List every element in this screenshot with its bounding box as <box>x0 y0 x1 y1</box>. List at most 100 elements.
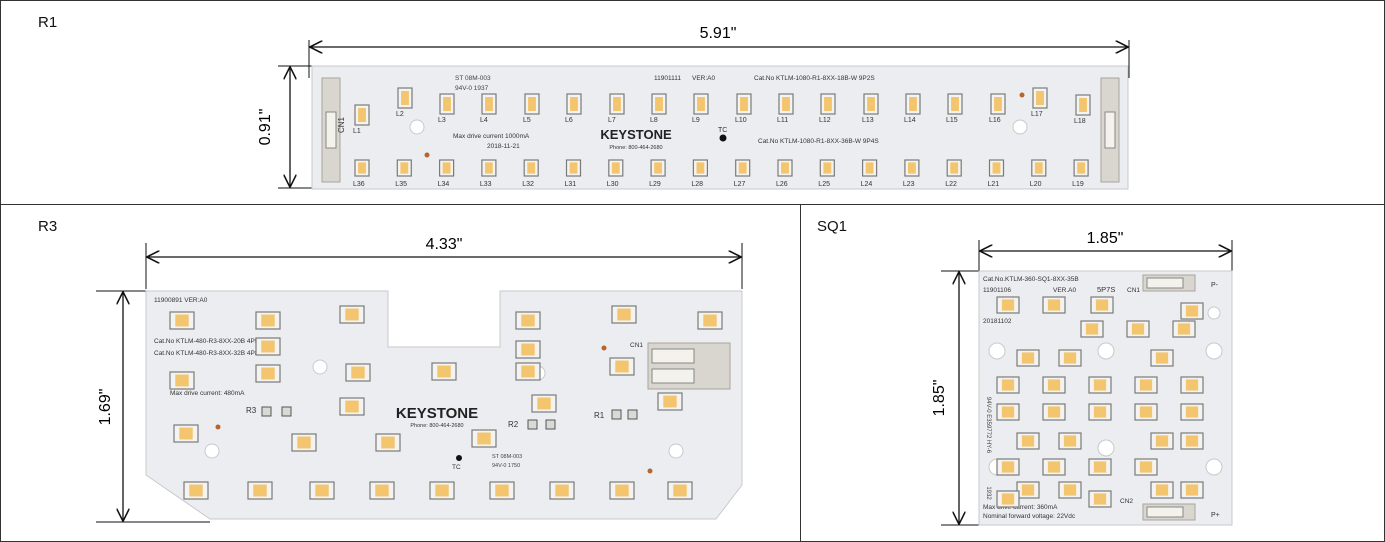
sq1-led <box>1042 376 1066 394</box>
r1-led-label: L14 <box>904 117 916 124</box>
r1-width-label: 5.91" <box>700 25 737 42</box>
r1-right-connector <box>1100 77 1120 183</box>
r1-cat-no-bottom: Cat.No KTLM-1080-R1-8XX-36B-W 9P4S <box>758 138 879 145</box>
r3-phone: Phone: 800-464-2680 <box>410 423 463 429</box>
r1-led <box>778 93 794 115</box>
r1-led-label: L4 <box>480 117 488 124</box>
r3-led <box>657 392 683 411</box>
sq1-led <box>1016 432 1040 450</box>
r3-brand-logo: KEYSTONE <box>396 405 478 422</box>
r1-led <box>524 93 540 115</box>
r1-width-dimension <box>308 40 1130 78</box>
r1-led <box>396 159 412 177</box>
sq1-mounting-hole <box>1207 306 1221 320</box>
sq1-max-drive: Max drive current: 360mA <box>983 504 1058 511</box>
r1-led-label: L29 <box>649 181 661 188</box>
r3-led <box>667 481 693 500</box>
r3-mounting-hole <box>204 443 220 459</box>
r1-ul-mark: ST 08M-003 <box>455 75 491 82</box>
sq1-led <box>1016 349 1040 367</box>
r3-cat-no-1: Cat.No KTLM-480-R3-8XX-20B 4P5S <box>154 338 263 345</box>
sq1-config: 5P7S <box>1097 285 1115 294</box>
r3-led <box>429 481 455 500</box>
r1-led <box>1073 159 1089 177</box>
sq1-led <box>1180 432 1204 450</box>
r3-fiducial <box>601 345 607 351</box>
r1-led-label: L19 <box>1072 181 1084 188</box>
r1-led-label: L30 <box>607 181 619 188</box>
r1-fiducial <box>424 152 430 158</box>
r1-led <box>735 159 751 177</box>
sq1-led <box>1042 458 1066 476</box>
sq1-part-number: 11901106 <box>983 287 1011 294</box>
r1-phone: Phone: 800-464-2680 <box>609 145 662 151</box>
r1-led <box>904 159 920 177</box>
r1-led-label: L8 <box>650 117 658 124</box>
r1-version: VER:A0 <box>692 75 716 82</box>
r3-led <box>369 481 395 500</box>
r1-led-label: L7 <box>608 117 616 124</box>
sq1-led <box>1134 403 1158 421</box>
r1-led-label: L24 <box>861 181 873 188</box>
r3-fiducial <box>647 468 653 474</box>
r1-led <box>354 104 370 126</box>
r1-led <box>820 93 836 115</box>
r3-mounting-hole <box>312 359 328 375</box>
r3-cat-no-2: Cat.No KTLM-480-R3-8XX-32B 4P8S <box>154 350 263 357</box>
r1-panel: 5.91" 0.91" CN1 TC ST 08M-003 94V-0 1937… <box>257 25 1130 190</box>
r1-led-label: L35 <box>395 181 407 188</box>
r1-mounting-hole <box>1012 119 1028 135</box>
r1-led <box>819 159 835 177</box>
sq1-width-dimension <box>978 240 1233 271</box>
sq1-led <box>1042 403 1066 421</box>
column-divider <box>800 204 801 542</box>
r3-panel-label: R3 <box>38 218 58 235</box>
r1-led <box>693 93 709 115</box>
r1-led-label: L36 <box>353 181 365 188</box>
r3-led <box>255 364 281 383</box>
r1-led-label: L3 <box>438 117 446 124</box>
r3-r2-label: R2 <box>508 420 519 429</box>
sq1-led <box>1180 403 1204 421</box>
sq1-panel-label: SQ1 <box>817 218 848 235</box>
sq1-mounting-hole <box>1097 342 1115 360</box>
r1-led <box>650 159 666 177</box>
r3-ul-date: 94V-0 1750 <box>492 463 520 469</box>
r1-led <box>397 87 413 109</box>
sq1-led <box>1042 296 1066 314</box>
sq1-led <box>1058 349 1082 367</box>
r3-led <box>375 433 401 452</box>
r3-led <box>255 337 281 356</box>
sq1-led <box>1058 432 1082 450</box>
r1-led <box>988 159 1005 177</box>
sq1-led <box>1088 376 1112 394</box>
sq1-cn2-label: CN2 <box>1120 498 1133 505</box>
r1-led-label: L27 <box>734 181 746 188</box>
sq1-led <box>996 296 1020 314</box>
r3-tc-label: TC <box>452 464 461 471</box>
r3-led <box>515 340 541 359</box>
r3-led <box>169 371 195 390</box>
r1-led <box>609 93 625 115</box>
r1-tc-label: TC <box>718 127 727 134</box>
r1-led-label: L5 <box>523 117 531 124</box>
r3-led <box>611 305 637 324</box>
sq1-date: 20181102 <box>983 318 1012 325</box>
sq1-cn1-label: CN1 <box>1127 287 1140 294</box>
r3-connector <box>647 342 731 390</box>
sq1-top-connector <box>1142 274 1196 292</box>
r1-led-label: L17 <box>1031 111 1043 118</box>
sq1-led <box>1134 376 1158 394</box>
r1-led-label: L18 <box>1074 118 1086 125</box>
sq1-led <box>1080 320 1104 338</box>
r1-led-label: L32 <box>522 181 534 188</box>
r1-led <box>736 93 752 115</box>
r1-led-label: L1 <box>353 128 361 135</box>
r1-led-label: L28 <box>691 181 703 188</box>
r3-led <box>291 433 317 452</box>
r1-led-label: L33 <box>480 181 492 188</box>
r3-resistor <box>611 409 622 420</box>
r1-led <box>651 93 667 115</box>
